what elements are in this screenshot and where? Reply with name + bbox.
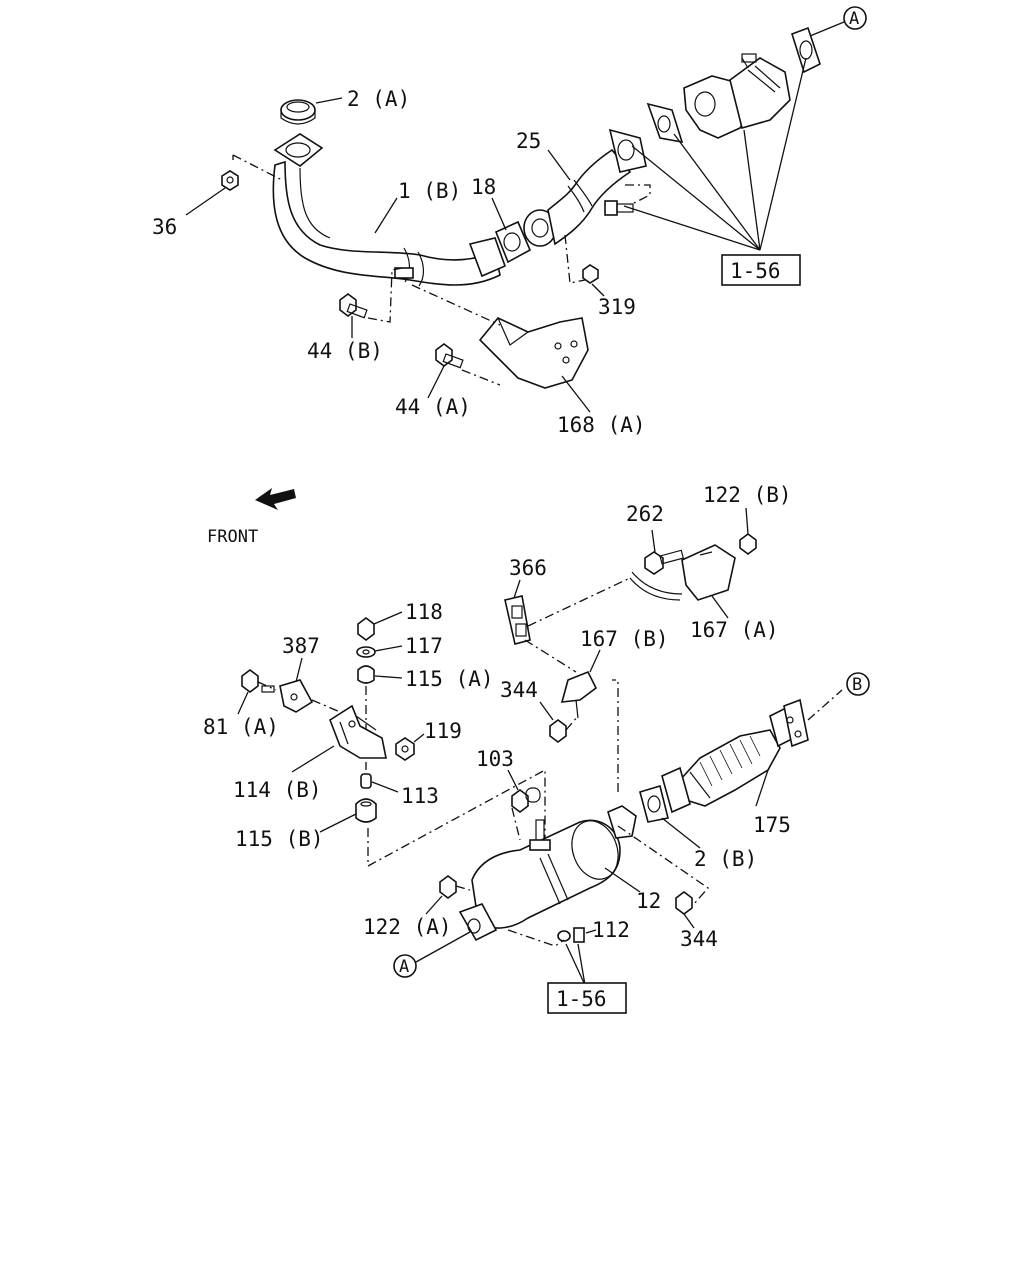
- ref-box-bottom[interactable]: [547, 982, 627, 1014]
- bushing-115b: [355, 798, 377, 823]
- nut-81a: [241, 669, 275, 693]
- front-arrow-icon: [255, 488, 296, 510]
- label-front: FRONT: [207, 527, 258, 547]
- label-115b: 115 (B): [235, 827, 324, 851]
- gasket-turbo-outlet: [791, 26, 821, 74]
- gasket-18: [494, 220, 532, 264]
- label-344-upper: 344: [500, 678, 538, 702]
- svg-text:A: A: [399, 957, 409, 977]
- nut-344-lower: [675, 891, 693, 915]
- nut-36: [221, 170, 239, 191]
- bolt-44b: [339, 293, 368, 319]
- pipe-25: [523, 128, 647, 247]
- svg-text:A: A: [849, 9, 859, 29]
- label-112: 112: [592, 918, 630, 942]
- label-18: 18: [471, 175, 496, 199]
- bolt-103: [511, 787, 541, 813]
- label-168a: 168 (A): [557, 413, 646, 437]
- callout-a-top: A: [843, 6, 867, 30]
- label-387: 387: [282, 634, 320, 658]
- collar-113: [360, 773, 372, 789]
- label-122a: 122 (A): [363, 915, 452, 939]
- label-36: 36: [152, 215, 177, 239]
- nut-319: [582, 264, 599, 284]
- label-118: 118: [405, 600, 443, 624]
- label-2b: 2 (B): [694, 847, 757, 871]
- bolt-262: [644, 549, 685, 575]
- nut-122b: [739, 533, 757, 555]
- gasket-2b: [639, 784, 669, 823]
- bracket-167a: [681, 544, 736, 601]
- label-122b: 122 (B): [703, 483, 792, 507]
- nut-118: [357, 617, 375, 641]
- callout-a-bottom: A: [393, 954, 417, 978]
- label-114b: 114 (B): [233, 778, 322, 802]
- label-344-lower: 344: [680, 927, 718, 951]
- label-167b: 167 (B): [580, 627, 669, 651]
- label-44a: 44 (A): [395, 395, 471, 419]
- label-175: 175: [753, 813, 791, 837]
- gasket-manifold: [646, 102, 684, 144]
- label-2a: 2 (A): [347, 87, 410, 111]
- bushing-115a: [357, 665, 375, 684]
- gasket-ring-2a: [280, 99, 316, 125]
- label-117: 117: [405, 634, 443, 658]
- label-1b: 1 (B): [398, 179, 461, 203]
- label-115a: 115 (A): [405, 667, 494, 691]
- label-ref-top[interactable]: 1-56: [730, 259, 781, 283]
- front-pipe-1b: [272, 133, 507, 287]
- label-ref-bottom[interactable]: 1-56: [556, 987, 607, 1011]
- label-81a: 81 (A): [203, 715, 279, 739]
- label-44b: 44 (B): [307, 339, 383, 363]
- label-167a: 167 (A): [690, 618, 779, 642]
- turbo-housing: [683, 53, 791, 139]
- callout-b-right: B: [846, 672, 870, 696]
- bracket-114b: [329, 704, 387, 759]
- svg-text:B: B: [852, 675, 862, 695]
- label-12: 12: [636, 889, 661, 913]
- label-103: 103: [476, 747, 514, 771]
- label-119: 119: [424, 719, 462, 743]
- nut-122a: [439, 875, 457, 899]
- mount-bolt: [529, 819, 551, 851]
- catalytic-converter-175: [661, 698, 809, 814]
- bolt-44a: [435, 343, 464, 369]
- bracket-387: [279, 679, 314, 713]
- hanger-112: [557, 927, 585, 943]
- muffler-12: [458, 805, 637, 942]
- label-262: 262: [626, 502, 664, 526]
- label-25: 25: [516, 129, 541, 153]
- washer-117: [356, 646, 376, 658]
- label-366: 366: [509, 556, 547, 580]
- bracket-168a: [478, 317, 589, 389]
- nut-119: [395, 737, 415, 761]
- bolt-upper: [604, 200, 634, 216]
- bracket-366: [504, 595, 531, 645]
- ref-box-top[interactable]: [721, 254, 801, 286]
- bracket-167b: [560, 670, 598, 719]
- nut-344-upper: [549, 719, 567, 743]
- label-319: 319: [598, 295, 636, 319]
- label-113: 113: [401, 784, 439, 808]
